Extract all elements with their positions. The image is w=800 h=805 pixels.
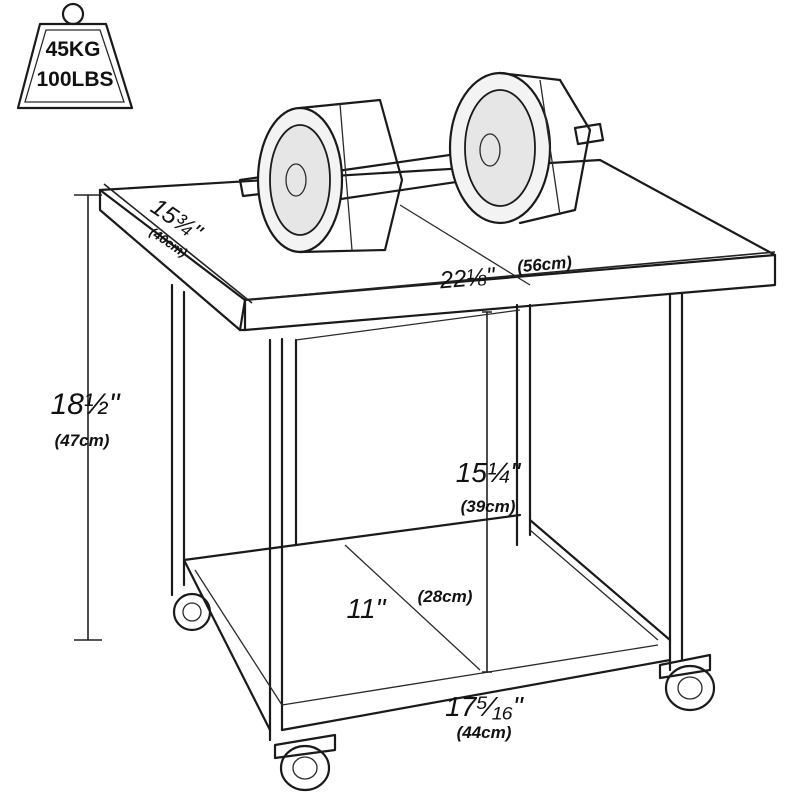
caster-wheel-icon (172, 592, 716, 792)
width-dimension-line (244, 251, 776, 301)
width-metric-label: (56cm) (516, 253, 573, 277)
height-dimension-line (74, 194, 102, 641)
weight-kg-label: 45KG (46, 38, 101, 61)
inner-depth-imperial-label: 11" (346, 593, 386, 624)
dumbbell-icon (238, 71, 605, 254)
height-imperial-label: 18½" (50, 388, 120, 421)
bottom-width-metric-label: (44cm) (457, 723, 512, 742)
table-icon (98, 158, 777, 742)
width-imperial-label: 22⅛" (438, 263, 498, 295)
inner-height-imperial-label: 15¼" (456, 457, 521, 488)
weight-icon (16, 2, 134, 110)
inner-height-metric-label: (39cm) (461, 497, 516, 516)
bottom-width-imperial-label: 17⁵⁄₁₆" (445, 691, 524, 722)
inner-depth-metric-label: (28cm) (418, 587, 473, 606)
height-metric-label: (47cm) (55, 431, 110, 450)
depth-dimension-line (103, 183, 253, 304)
weight-lbs-label: 100LBS (36, 68, 113, 91)
